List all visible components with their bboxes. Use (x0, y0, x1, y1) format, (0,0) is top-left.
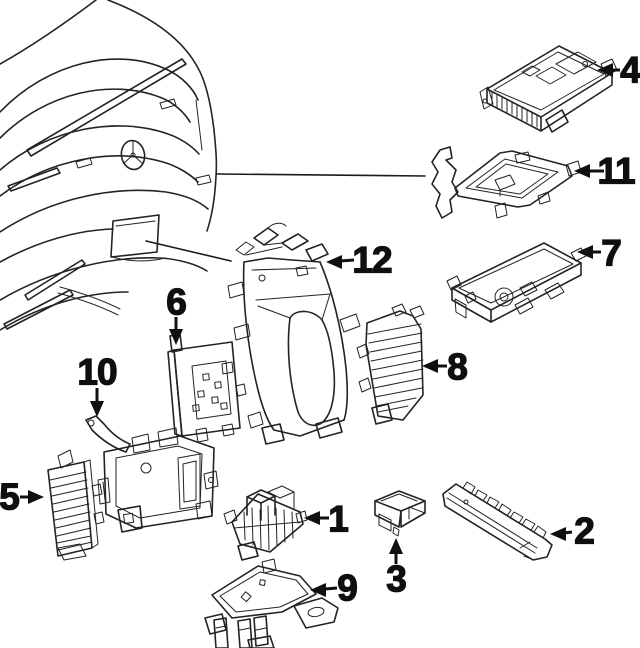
callout-8-label[interactable]: 8 (447, 346, 469, 388)
callout-6-arrowhead (169, 329, 183, 345)
callout-10[interactable]: 10 (77, 351, 119, 418)
part-3-small-control-unit (374, 490, 426, 537)
callout-11-arrowhead (574, 164, 590, 178)
part-8-finned-amplifier (356, 303, 425, 425)
tail-light-strip (24, 259, 86, 301)
callout-9-arrowhead (310, 583, 326, 597)
trunk-trim-strip (26, 58, 187, 157)
callout-10-label[interactable]: 10 (77, 351, 119, 393)
module-segments (462, 481, 547, 539)
callout-7-arrowhead (577, 245, 593, 259)
part-2-long-control-module (442, 481, 553, 561)
part-10-bracket-assembly (85, 415, 219, 533)
callout-5-arrowhead (28, 490, 44, 504)
callout-6[interactable]: 6 (166, 281, 188, 346)
callout-11[interactable]: 11 (574, 150, 637, 192)
mercedes-star-icon (120, 139, 146, 171)
callout-3-arrowhead (389, 538, 403, 554)
cooling-fins (49, 471, 93, 551)
leader-line-to-part-12 (145, 240, 232, 262)
callout-12-arrowhead (326, 255, 342, 269)
callout-2-label[interactable]: 2 (574, 510, 596, 552)
callout-3-label[interactable]: 3 (386, 558, 408, 600)
callout-12-label[interactable]: 12 (352, 239, 394, 281)
part-7-control-module (446, 242, 587, 323)
relay-slats (243, 505, 294, 551)
callout-5-label[interactable]: 5 (0, 476, 21, 518)
callout-1[interactable]: 1 (304, 498, 350, 540)
leader-line-to-part-11 (216, 173, 426, 177)
callout-9-label[interactable]: 9 (337, 567, 359, 609)
connector-pin-rows (491, 91, 538, 128)
callout-9[interactable]: 9 (310, 567, 359, 609)
license-plate-recess (110, 214, 166, 262)
part-4-ecu-control-module (479, 45, 618, 133)
callout-3[interactable]: 3 (386, 538, 408, 600)
callout-12[interactable]: 12 (326, 239, 394, 281)
part-5-finned-control-module (47, 449, 105, 561)
part-1-relay-module (223, 485, 308, 561)
part-12-tall-mounting-bracket (227, 222, 361, 445)
part-9-lower-mounting-bracket (204, 558, 339, 648)
callout-7[interactable]: 7 (577, 232, 623, 274)
part-11-support-bracket (431, 146, 582, 219)
callout-8[interactable]: 8 (422, 346, 469, 388)
callout-4-label[interactable]: 4 (620, 49, 640, 91)
callout-4-arrowhead (597, 63, 613, 77)
callout-2-arrowhead (550, 527, 566, 541)
car-rear-view (0, 0, 218, 331)
part-6-flat-plate-module (167, 333, 247, 443)
callout-10-arrowhead (90, 401, 104, 417)
callout-1-arrowhead (304, 511, 320, 525)
callout-6-label[interactable]: 6 (166, 281, 188, 323)
cooling-fins (367, 323, 424, 413)
callout-7-label[interactable]: 7 (601, 232, 623, 274)
callout-1-label[interactable]: 1 (328, 498, 350, 540)
callout-2[interactable]: 2 (550, 510, 596, 552)
callout-4[interactable]: 4 (597, 49, 640, 91)
callout-5[interactable]: 5 (0, 476, 44, 518)
callout-8-arrowhead (422, 359, 438, 373)
mounting-holes (192, 373, 228, 412)
callout-11-label[interactable]: 11 (597, 150, 637, 192)
tail-light-strip (3, 289, 74, 330)
